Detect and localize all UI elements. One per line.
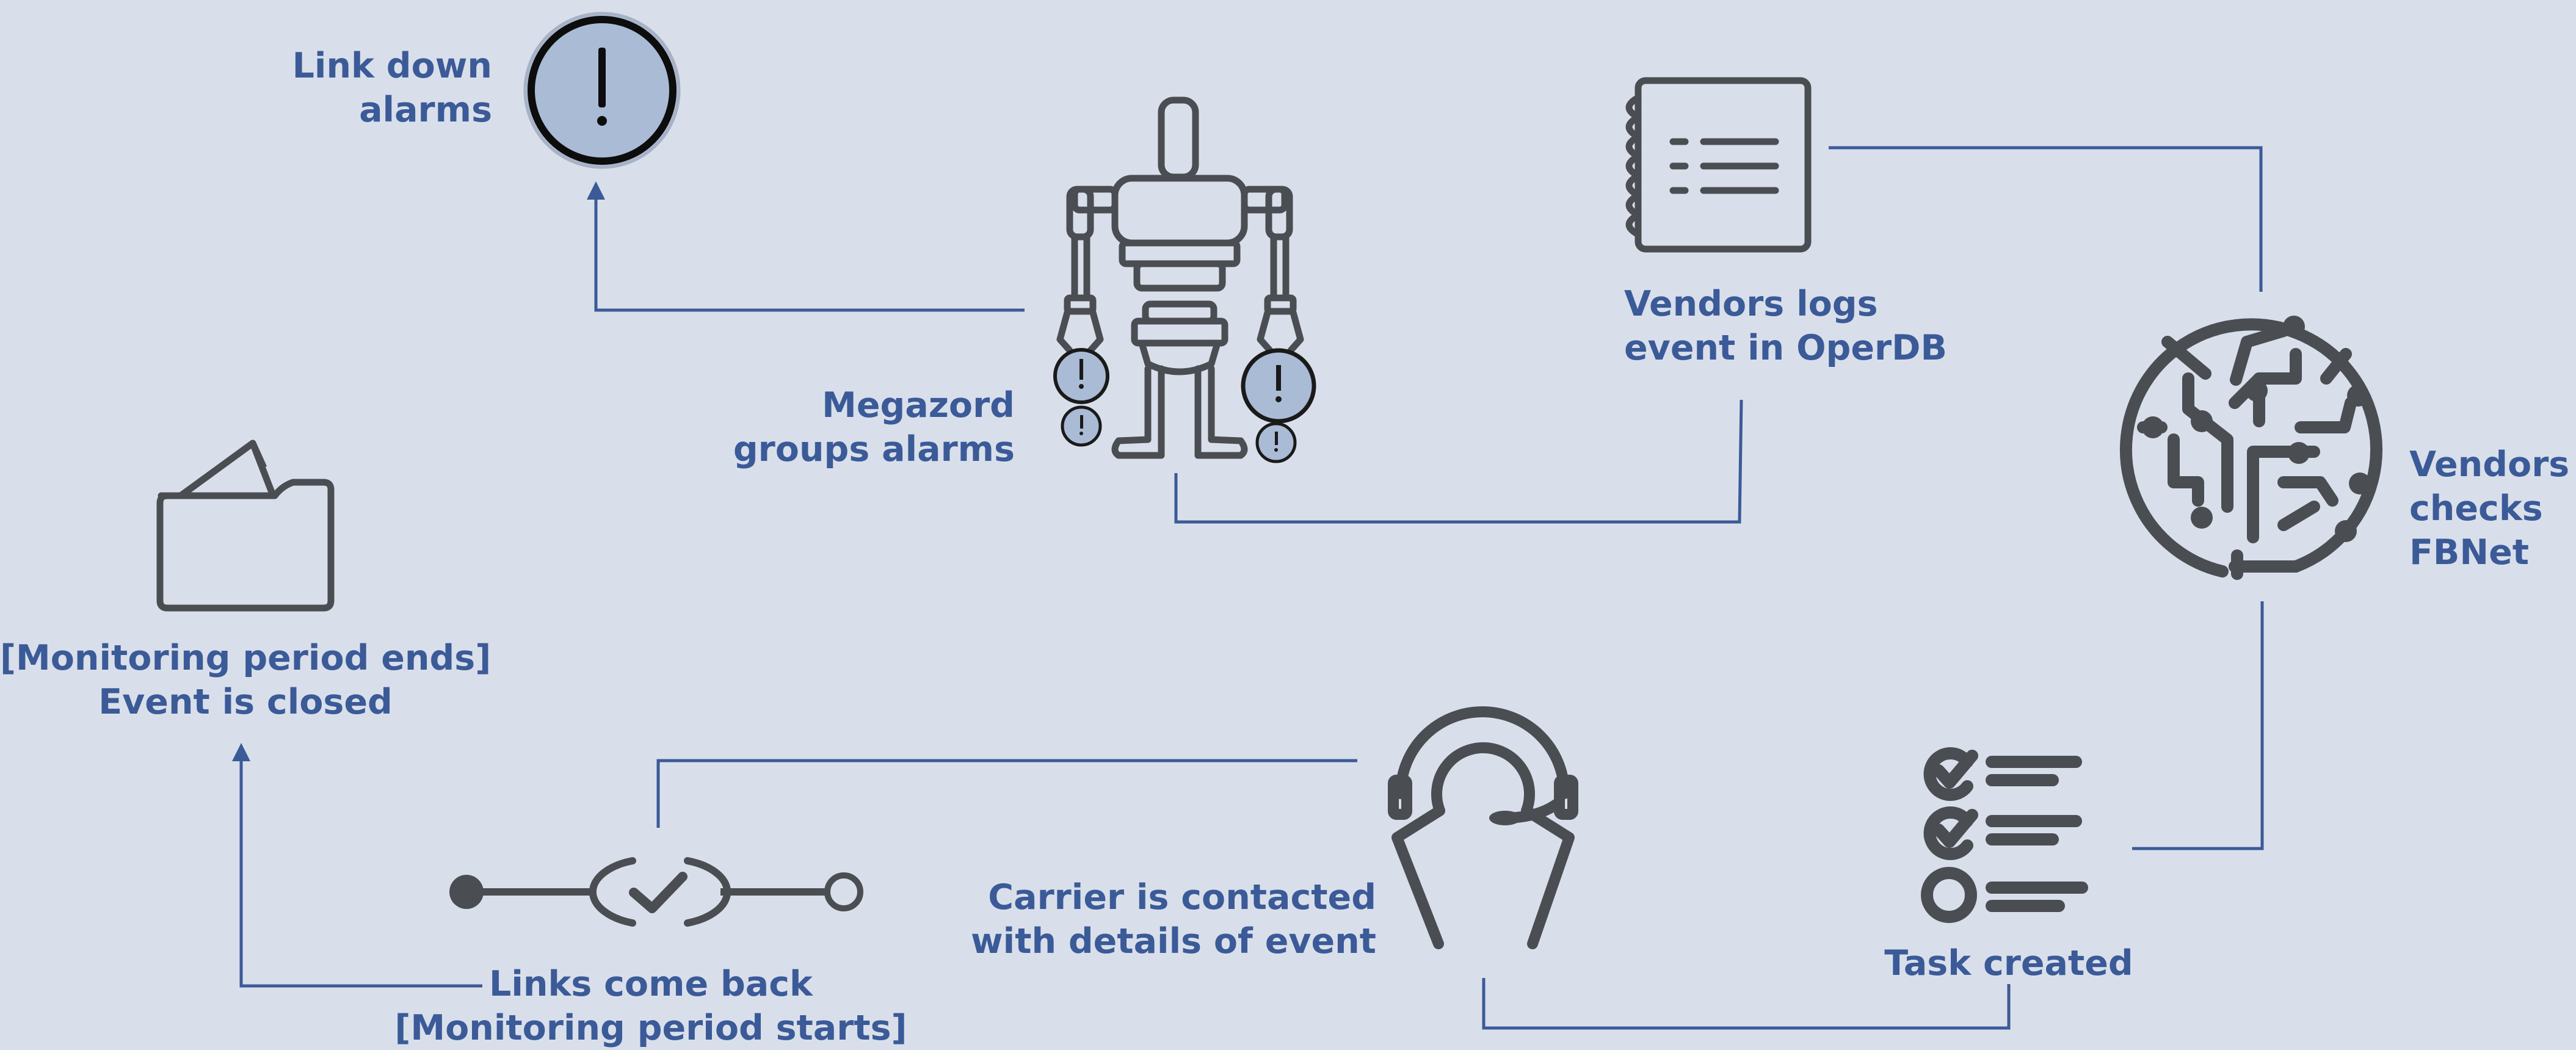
label-megazord-line1: Megazord: [822, 385, 1015, 425]
robot-icon: [1056, 96, 1304, 459]
folder-icon: [156, 440, 335, 612]
grouped-alert-icons: [1053, 348, 1316, 463]
label-carrier-line1: Carrier is contacted: [988, 877, 1376, 918]
label-task-created-line1: Task created: [1884, 943, 2133, 983]
connector-carrier-to-links: [656, 759, 1357, 828]
label-link-down-line2: alarms: [359, 90, 492, 130]
checklist-icon: [1921, 747, 2088, 923]
timeline-check-icon: [449, 857, 863, 927]
label-links-back-line2: [Monitoring period starts]: [394, 1008, 907, 1048]
label-event-closed-line2: Event is closed: [98, 682, 393, 722]
connector-task-to-carrier: [1482, 978, 2011, 1030]
headset-icon: [1388, 706, 1578, 949]
connector-megazord-to-operdb: [1174, 399, 1743, 524]
label-link-down-alarms: Link down alarms: [269, 44, 492, 132]
label-megazord: Megazord groups alarms: [702, 383, 1015, 471]
connector-links-to-closed: [232, 743, 482, 988]
label-vendors-checks-line3: FBNet: [2409, 532, 2529, 573]
label-vendors-checks: Vendors checks FBNet: [2409, 443, 2570, 574]
alert-icon: [523, 12, 681, 169]
connector-fbnet-to-task: [2132, 601, 2264, 850]
label-event-closed: [Monitoring period ends] Event is closed: [0, 636, 491, 724]
connector-megazord-to-alarm: [587, 181, 1025, 312]
label-vendors-logs: Vendors logs event in OperDB: [1624, 282, 1966, 370]
label-carrier-line2: with details of event: [971, 921, 1376, 961]
connectors: [232, 146, 2264, 1030]
label-vendors-checks-line2: checks: [2409, 488, 2543, 529]
label-carrier-contacted: Carrier is contacted with details of eve…: [952, 875, 1376, 963]
notebook-icon: [1625, 77, 1812, 253]
label-vendors-logs-line2: event in OperDB: [1624, 328, 1947, 368]
label-links-come-back: Links come back [Monitoring period start…: [388, 962, 913, 1050]
label-links-back-line1: Links come back: [489, 964, 813, 1004]
label-megazord-line2: groups alarms: [733, 429, 1015, 469]
label-vendors-checks-line1: Vendors: [2409, 444, 2570, 485]
label-event-closed-line1: [Monitoring period ends]: [0, 638, 492, 678]
circuit-nodes: [2142, 316, 2371, 542]
label-task-created: Task created: [1856, 941, 2161, 985]
label-link-down-line1: Link down: [292, 46, 492, 86]
label-vendors-logs-line1: Vendors logs: [1624, 284, 1878, 324]
headset-mic-icon: [1489, 811, 1521, 825]
connector-operdb-to-fbnet: [1829, 146, 2263, 292]
